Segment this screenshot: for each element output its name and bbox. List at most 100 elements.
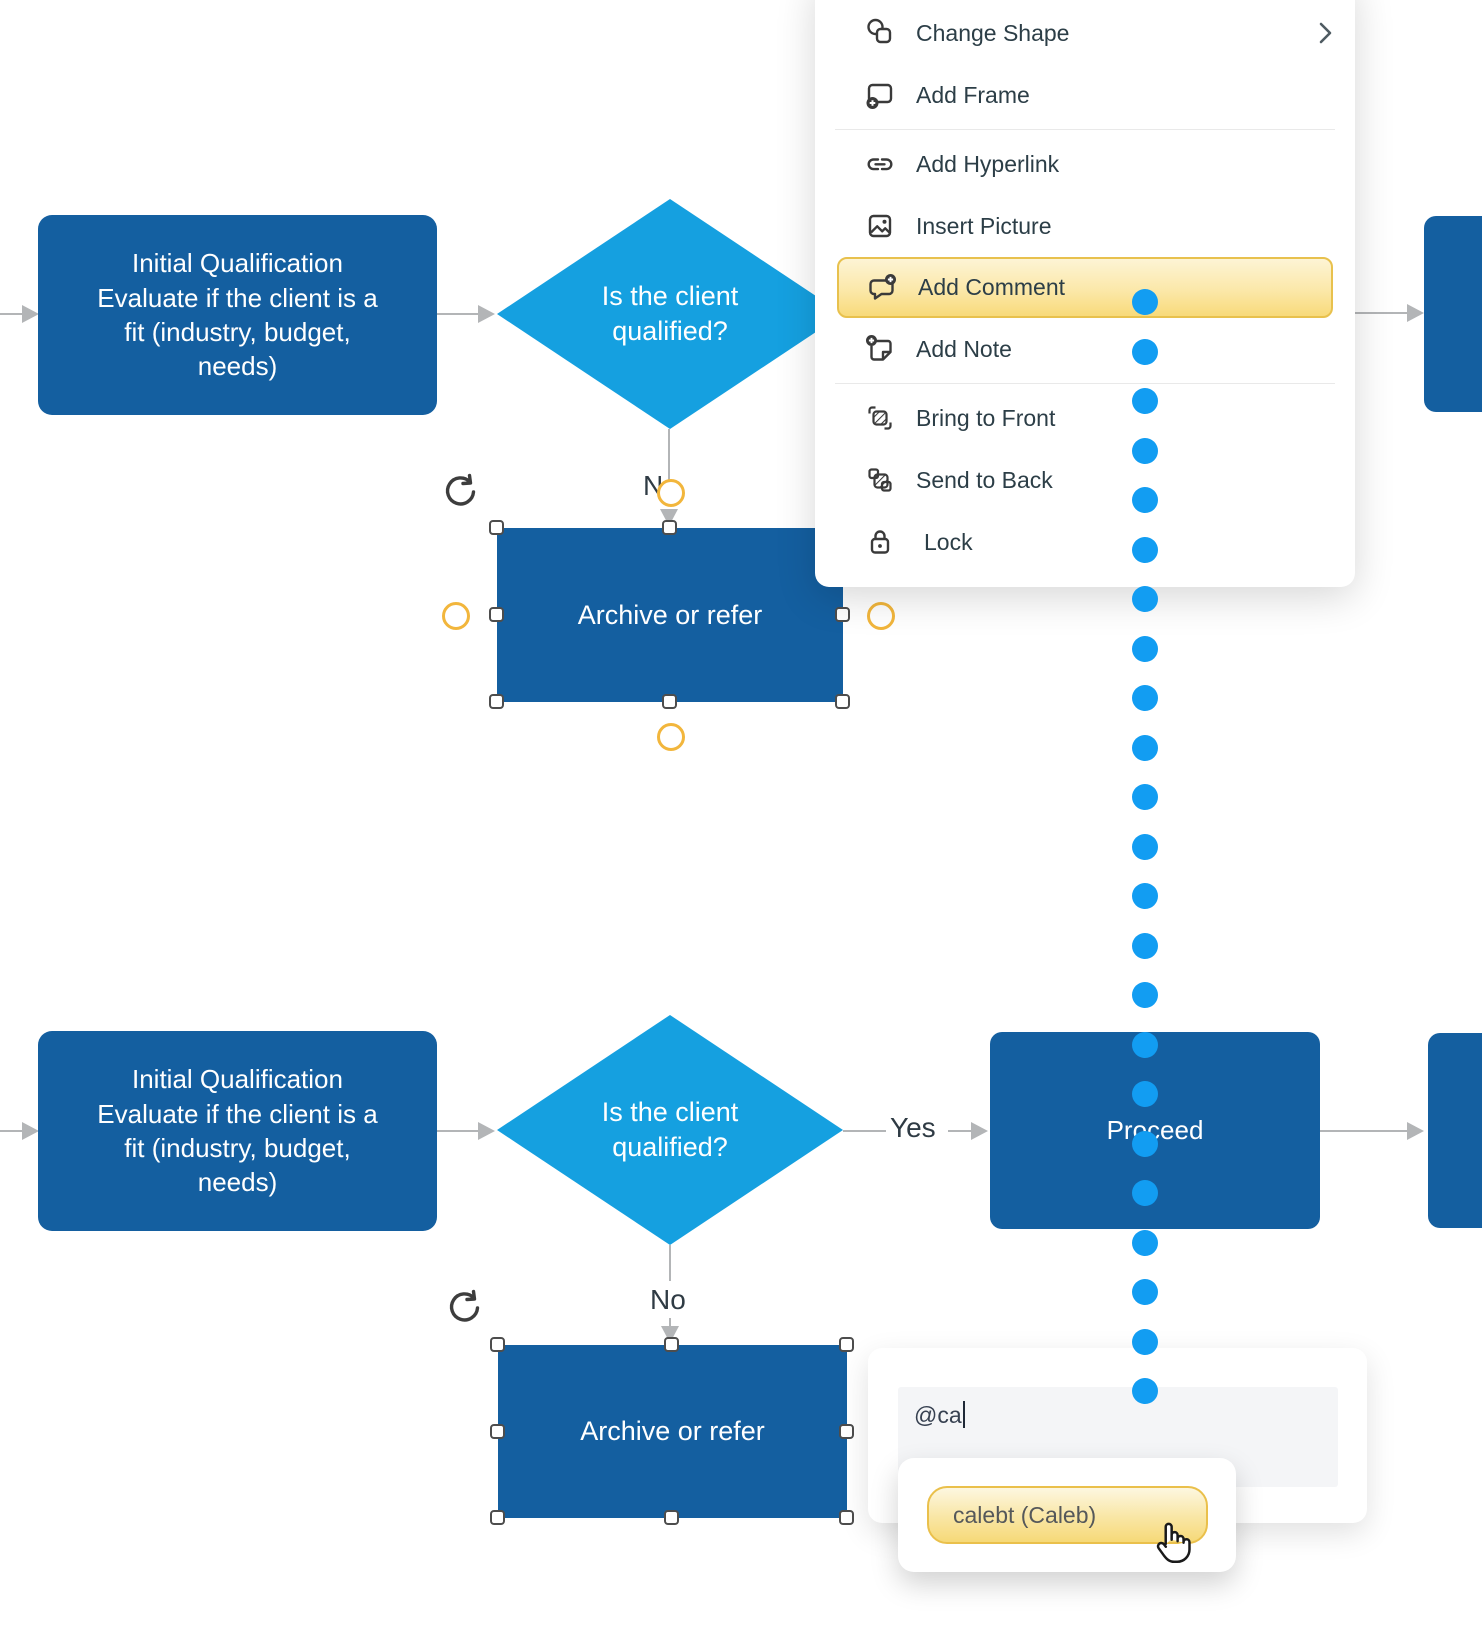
menu-item-label: Change Shape [916, 19, 1070, 46]
trail-dot [1132, 784, 1158, 810]
connector [437, 313, 479, 315]
selection-handle[interactable] [664, 1337, 679, 1352]
menu-item-bring-to-front[interactable]: Bring to Front [815, 387, 1355, 449]
selection-handle[interactable] [839, 1510, 854, 1525]
selection-handle[interactable] [664, 1510, 679, 1525]
connection-point[interactable] [657, 723, 685, 751]
flow-node-decision[interactable]: Is the client qualified? [497, 199, 843, 429]
trail-dot [1132, 734, 1158, 761]
context-menu: Change Shape Add Frame Add Hyperlink [815, 0, 1355, 587]
connector [0, 313, 26, 315]
menu-item-label: Add Frame [916, 81, 1030, 108]
trail-dot [1132, 1180, 1158, 1206]
send-to-back-icon [868, 468, 892, 492]
flow-node-next-step[interactable] [1428, 1033, 1482, 1228]
trail-dot [1132, 883, 1158, 909]
trail-dot [1132, 289, 1158, 315]
selection-handle[interactable] [839, 1337, 854, 1352]
selection-handle[interactable] [662, 694, 677, 709]
trail-dot [1132, 833, 1158, 860]
trail-dot [1132, 1229, 1158, 1256]
flow-node-archive[interactable]: Archive or refer [497, 528, 843, 702]
menu-item-insert-picture[interactable]: Insert Picture [815, 195, 1355, 257]
menu-item-label: Add Comment [918, 274, 1066, 300]
rotate-handle[interactable] [440, 472, 480, 512]
connector-arrowhead [1407, 304, 1424, 322]
connector-arrowhead [1407, 1122, 1424, 1140]
trail-dot [1132, 1031, 1158, 1058]
trail-dot [1132, 487, 1158, 513]
selection-handle[interactable] [489, 694, 504, 709]
trail-dot [1132, 932, 1158, 959]
trail-dot [1132, 1328, 1158, 1355]
connection-point[interactable] [867, 602, 895, 630]
menu-item-send-to-back[interactable]: Send to Back [815, 449, 1355, 511]
connector [843, 1130, 886, 1132]
trail-dot [1132, 388, 1158, 414]
connector [1320, 1130, 1408, 1132]
trail-dot [1132, 1081, 1158, 1107]
selection-handle[interactable] [490, 1424, 505, 1439]
hyperlink-icon [867, 158, 893, 171]
connector-arrowhead [22, 1122, 39, 1140]
selection-handle[interactable] [490, 1337, 505, 1352]
menu-item-add-hyperlink[interactable]: Add Hyperlink [815, 133, 1355, 195]
trail-dot [1132, 1279, 1158, 1305]
menu-item-lock[interactable]: Lock [815, 511, 1355, 573]
connector-arrowhead [971, 1122, 988, 1140]
selection-handle[interactable] [839, 1424, 854, 1439]
connector [668, 429, 670, 505]
connection-point[interactable] [442, 602, 470, 630]
edge-label-yes: Yes [890, 1112, 936, 1143]
edge-label-no: No [650, 1284, 686, 1315]
menu-divider [835, 129, 1335, 130]
menu-item-add-frame[interactable]: Add Frame [815, 64, 1355, 126]
trail-dot [1132, 1378, 1158, 1404]
flow-node-archive[interactable]: Archive or refer [498, 1345, 847, 1518]
lock-icon [870, 530, 890, 554]
node-label: Archive or refer [580, 1416, 765, 1446]
menu-item-label: Lock [924, 528, 973, 555]
trail-dot [1132, 437, 1158, 464]
node-label: Initial Qualification Evaluate if the cl… [97, 248, 378, 382]
flow-node-decision[interactable]: Is the client qualified? [497, 1015, 843, 1245]
chevron-right-icon [1319, 22, 1332, 44]
connector [437, 1130, 479, 1132]
menu-item-add-note[interactable]: Add Note [815, 318, 1355, 380]
connector [0, 1130, 26, 1132]
menu-item-label: Add Hyperlink [916, 150, 1060, 177]
add-note-icon [866, 335, 892, 361]
add-comment-icon [869, 273, 896, 300]
node-label: Archive or refer [577, 599, 763, 630]
flow-node-initial-qualification[interactable]: Initial Qualification Evaluate if the cl… [38, 215, 437, 415]
connector-arrowhead [478, 305, 495, 323]
menu-item-add-comment[interactable]: Add Comment [837, 257, 1333, 318]
menu-item-label: Add Note [916, 335, 1012, 362]
connection-point[interactable] [657, 479, 685, 507]
flow-node-initial-qualification[interactable]: Initial Qualification Evaluate if the cl… [38, 1031, 437, 1231]
connector [948, 1130, 972, 1132]
node-label: Initial Qualification Evaluate if the cl… [97, 1064, 378, 1198]
change-shape-icon [867, 18, 892, 44]
trail-dot [1132, 536, 1158, 563]
mention-suggestion[interactable]: calebt (Caleb) [927, 1486, 1208, 1544]
selection-handle[interactable] [835, 607, 850, 622]
selection-handle[interactable] [489, 607, 504, 622]
connector [669, 1318, 671, 1326]
text-caret [962, 1401, 965, 1428]
selection-handle[interactable] [490, 1510, 505, 1525]
selection-handle[interactable] [835, 694, 850, 709]
trail-dot [1132, 1130, 1158, 1157]
menu-item-change-shape[interactable]: Change Shape [815, 2, 1355, 64]
mention-suggestion-label: calebt (Caleb) [953, 1501, 1097, 1528]
rotate-handle[interactable] [444, 1288, 484, 1328]
selection-handle[interactable] [662, 520, 677, 535]
selection-handle[interactable] [489, 520, 504, 535]
picture-icon [868, 214, 892, 238]
menu-item-label: Send to Back [916, 466, 1053, 493]
bring-to-front-icon [868, 406, 892, 430]
flow-node-next-step[interactable] [1424, 216, 1482, 412]
trail-dot [1132, 338, 1158, 365]
connector-arrowhead [22, 305, 39, 323]
